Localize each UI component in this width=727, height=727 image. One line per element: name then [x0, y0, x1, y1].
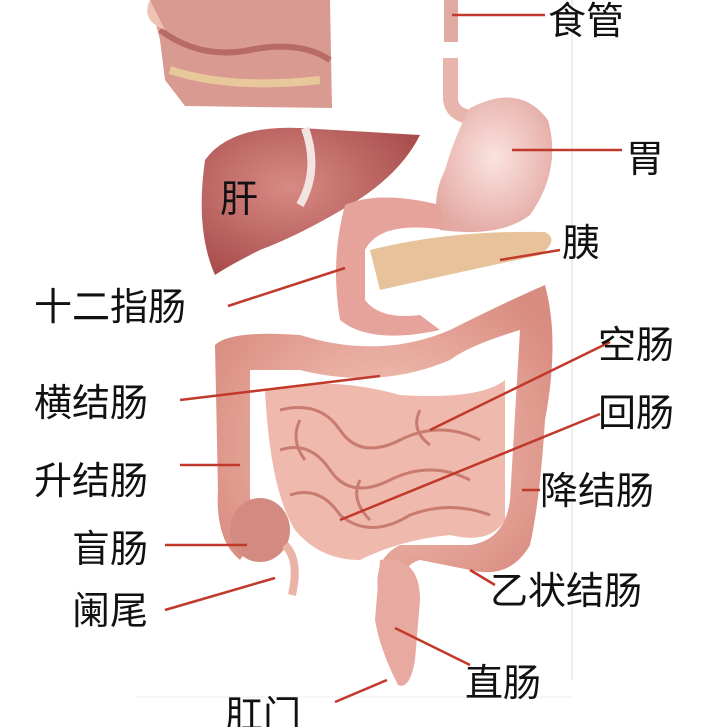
stomach-shape	[436, 97, 553, 233]
label-transverse-colon: 横结肠	[34, 381, 149, 425]
leader-lines	[164, 13, 622, 704]
label-stomach: 胃	[626, 137, 665, 181]
label-rectum: 直肠	[465, 661, 542, 705]
small-intestine-shape	[265, 380, 505, 560]
label-sigmoid-colon: 乙状结肠	[490, 569, 643, 613]
esophagus-shape	[444, 0, 458, 42]
label-appendix: 阑尾	[72, 589, 149, 633]
appendix-shape	[281, 542, 299, 596]
label-jejunum: 空肠	[598, 323, 675, 367]
esophagus-lower	[443, 58, 475, 125]
liver-shape	[201, 127, 420, 275]
label-anus: 肛门	[225, 693, 302, 727]
label-esophagus: 食管	[548, 0, 625, 43]
label-ileum: 回肠	[598, 391, 675, 435]
rectum-shape	[375, 559, 420, 686]
duodenum-shape	[336, 197, 445, 336]
label-descending-colon: 降结肠	[540, 469, 655, 513]
label-pancreas: 胰	[562, 221, 601, 265]
intestine-folds	[279, 406, 491, 529]
colon-shape	[215, 285, 553, 600]
label-duodenum: 十二指肠	[34, 285, 187, 329]
label-ascending-colon: 升结肠	[34, 459, 149, 503]
head-neck-illustration	[147, 0, 332, 108]
label-cecum: 盲肠	[72, 527, 149, 571]
label-liver: 肝	[220, 177, 259, 221]
cecum-shape	[230, 498, 290, 562]
pancreas-shape	[370, 231, 552, 290]
